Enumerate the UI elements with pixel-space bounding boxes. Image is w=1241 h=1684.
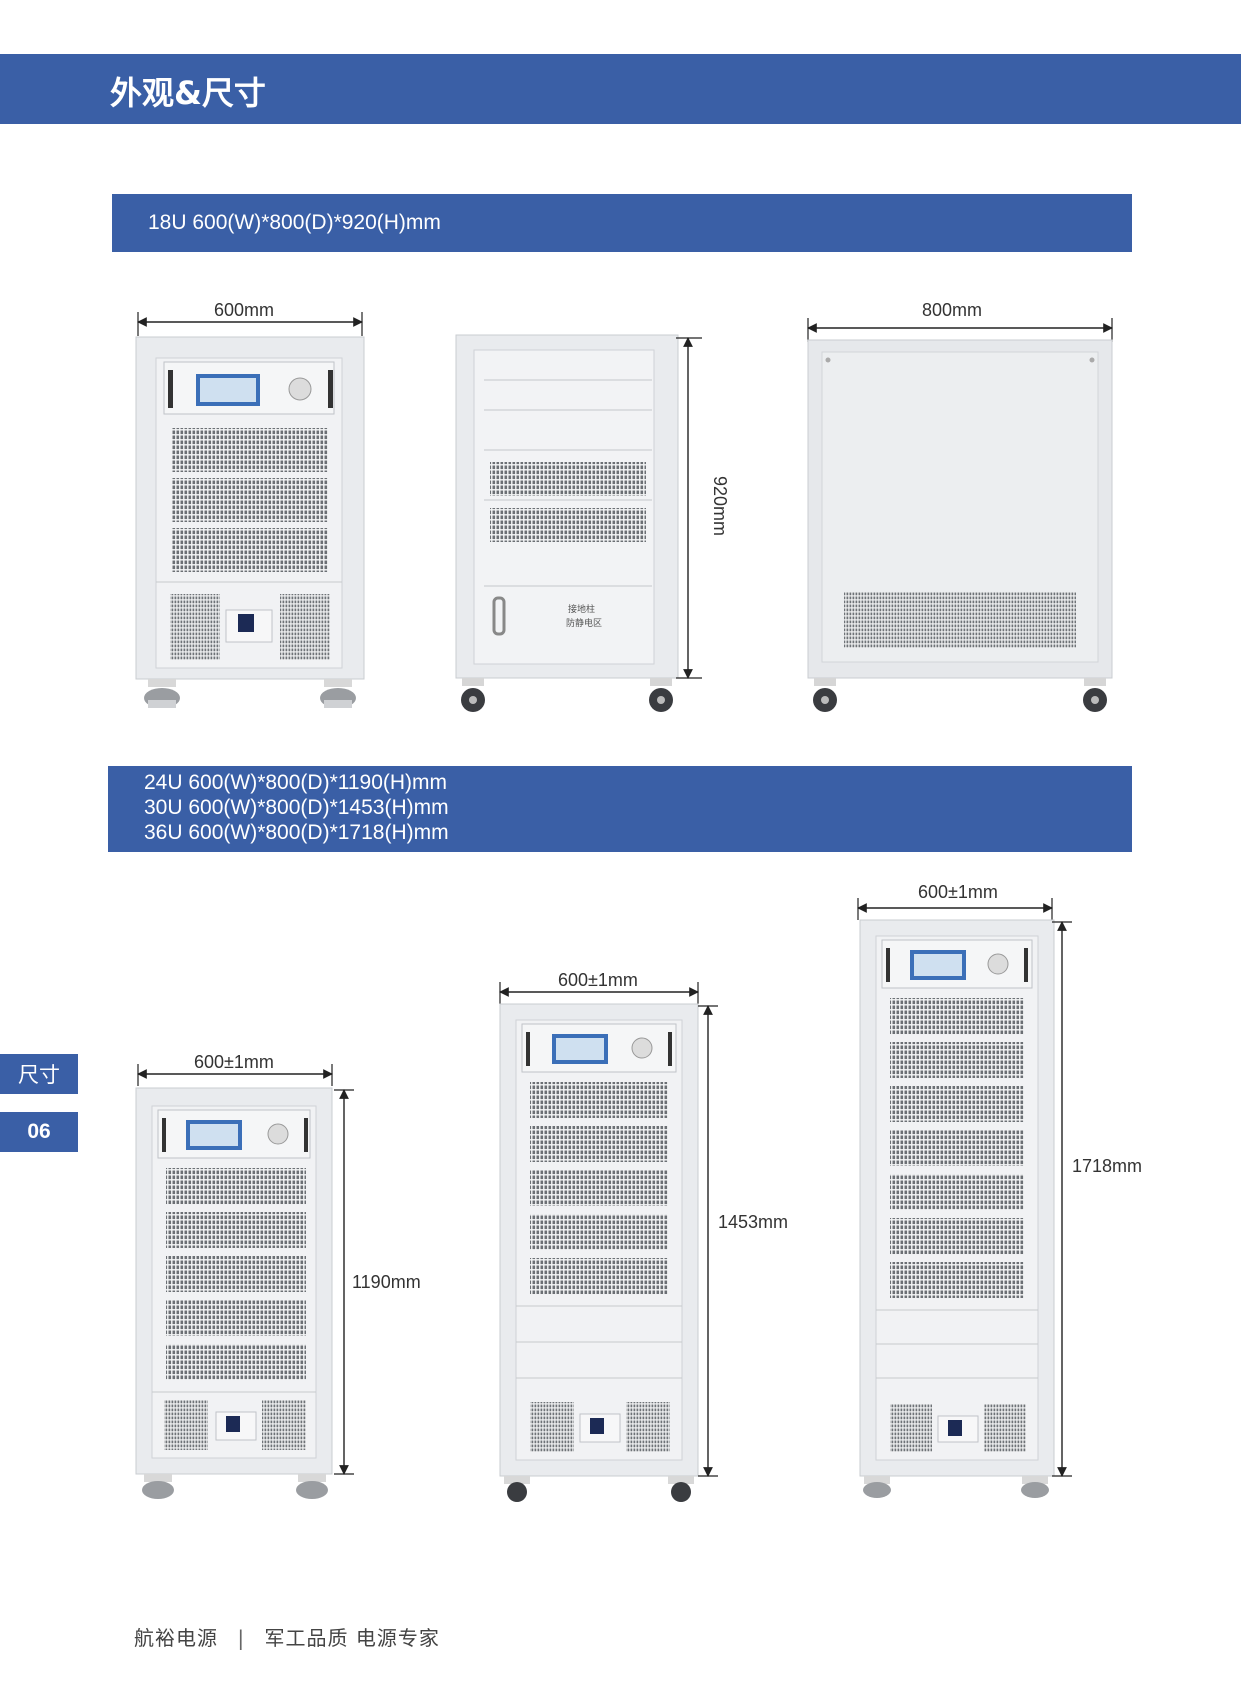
cabinet-36u xyxy=(857,898,1072,1498)
dim-36u-height: 1718mm xyxy=(1072,1156,1143,1176)
footer-brand: 航裕电源 xyxy=(134,1626,218,1650)
dim-30u-width: 600±1mm xyxy=(558,970,638,990)
spec-text-24u: 24U 600(W)*800(D)*1190(H)mm xyxy=(144,771,448,794)
footer-separator: | xyxy=(237,1626,246,1650)
spec-text-18u: 18U 600(W)*800(D)*920(H)mm xyxy=(148,211,441,234)
svg-text:防静电区: 防静电区 xyxy=(566,617,602,629)
dim-18u-height: 920mm xyxy=(710,476,730,537)
svg-text:接地柱: 接地柱 xyxy=(568,603,595,615)
dim-30u-height: 1453mm xyxy=(718,1212,789,1232)
footer-slogan: 军工品质 电源专家 xyxy=(264,1626,440,1650)
dim-18u-depth: 800mm xyxy=(922,300,983,320)
spec-bar-multi: 24U 600(W)*800(D)*1190(H)mm 30U 600(W)*8… xyxy=(108,766,1132,852)
side-tab-page-number: 06 xyxy=(0,1112,78,1152)
header-bar xyxy=(0,54,1241,124)
cabinet-24u xyxy=(135,1064,354,1499)
spec-text-36u: 36U 600(W)*800(D)*1718(H)mm xyxy=(144,821,449,844)
side-tab-section: 尺寸 xyxy=(0,1054,78,1094)
cabinet-18u-side xyxy=(807,318,1113,712)
page-title: 外观&尺寸 xyxy=(110,74,266,112)
cabinet-18u-rear: 接地柱 防静电区 xyxy=(455,334,702,712)
spec-text-30u: 30U 600(W)*800(D)*1453(H)mm xyxy=(144,796,449,819)
dim-18u-front-width: 600mm xyxy=(214,300,275,320)
cabinet-30u xyxy=(499,982,718,1502)
dim-36u-width: 600±1mm xyxy=(918,882,998,902)
footer: 航裕电源 | 军工品质 电源专家 xyxy=(134,1622,440,1651)
dim-24u-height: 1190mm xyxy=(352,1272,421,1292)
dim-24u-width: 600±1mm xyxy=(194,1052,274,1072)
spec-bar-18u: 18U 600(W)*800(D)*920(H)mm xyxy=(112,194,1132,252)
cabinet-18u-front xyxy=(135,312,365,708)
